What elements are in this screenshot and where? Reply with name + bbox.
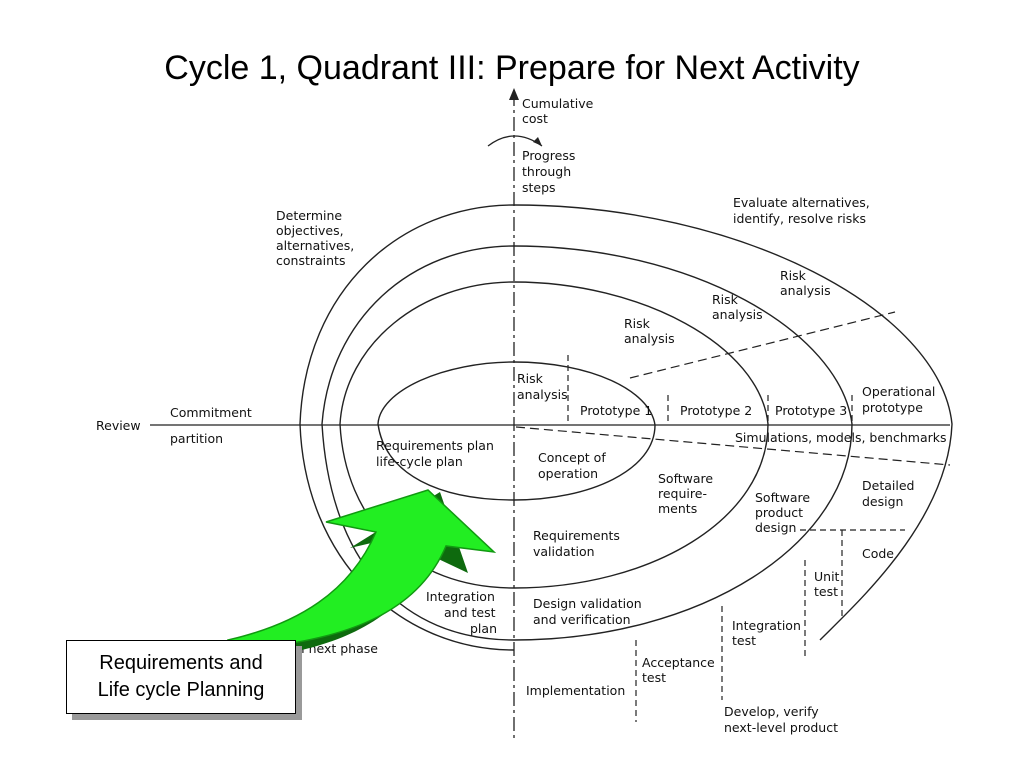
risk-divider bbox=[629, 311, 896, 379]
spiral-loop-4 bbox=[299, 204, 953, 641]
spiral-loop-1 bbox=[377, 361, 656, 501]
rotation-arrow bbox=[487, 135, 543, 147]
evaluate-label: Evaluate alternatives,identify, resolve … bbox=[733, 195, 870, 226]
prototype-3-label: Prototype 3 bbox=[775, 403, 847, 418]
partition-label: partition bbox=[170, 431, 223, 446]
spiral-loop-3 bbox=[321, 245, 853, 641]
implementation-label: Implementation bbox=[526, 683, 625, 698]
requirements-callout-box: Requirements and Life cycle Planning bbox=[66, 640, 296, 714]
review-label: Review bbox=[96, 418, 141, 433]
code-label: Code bbox=[862, 546, 894, 561]
lower-divider bbox=[515, 426, 951, 466]
prototype-2-label: Prototype 2 bbox=[680, 403, 752, 418]
callout-line-2: Life cycle Planning bbox=[97, 679, 265, 701]
simulations-label: Simulations, models, benchmarks bbox=[735, 430, 947, 445]
green-arrow bbox=[226, 489, 497, 651]
prototype-1-label: Prototype 1 bbox=[580, 403, 652, 418]
commitment-label: Commitment bbox=[170, 405, 252, 420]
callout-line-1: Requirements and bbox=[99, 652, 263, 674]
axis-arrowhead bbox=[509, 88, 519, 100]
slide-title: Cycle 1, Quadrant III: Prepare for Next … bbox=[164, 49, 860, 87]
rotation-arrowhead bbox=[533, 137, 542, 146]
